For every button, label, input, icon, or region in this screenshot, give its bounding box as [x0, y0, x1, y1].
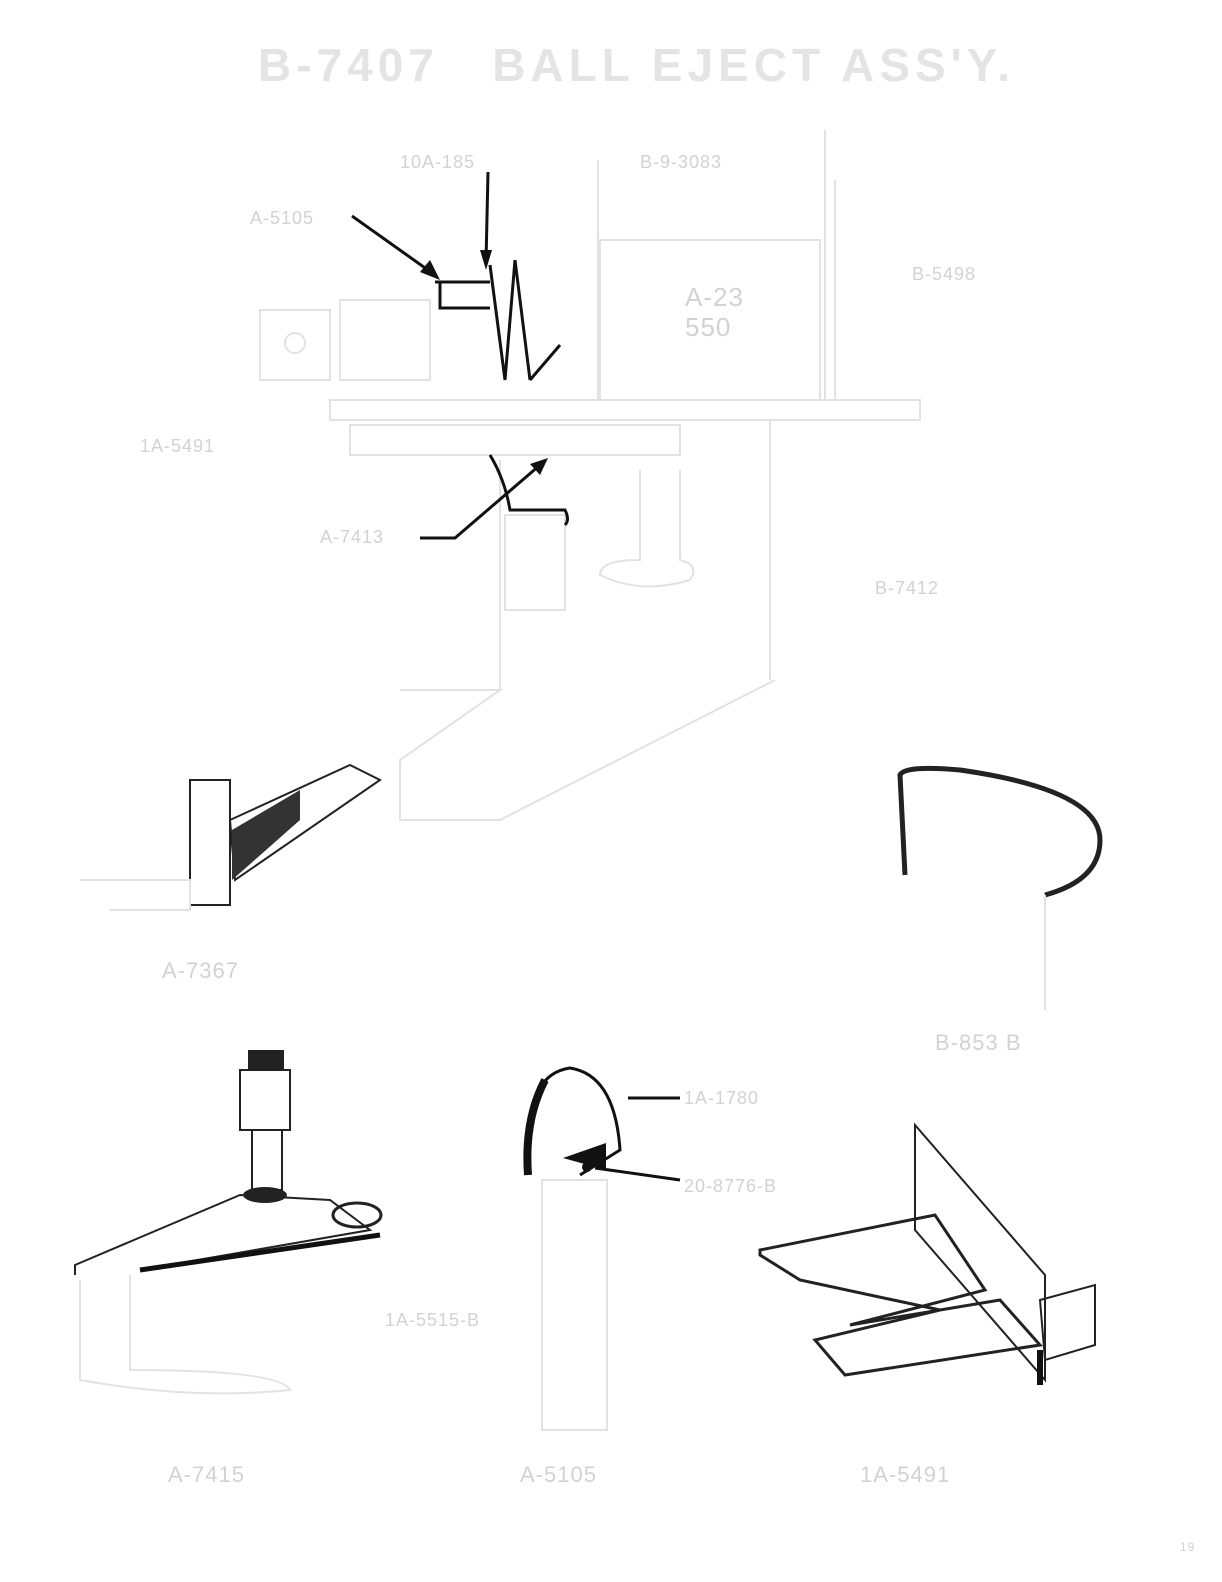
part-label-bracket: 1A-5491 [860, 1462, 951, 1487]
part-label-angle: A-7367 [162, 958, 239, 983]
part-bracket [758, 1122, 1096, 1385]
callout-coil: A-23 550 [685, 282, 744, 342]
callout-bracket-top: B-9-3083 [640, 152, 723, 172]
part-label-wire: B-853 B [935, 1030, 1022, 1055]
callout-pivot: 1A-1780 [684, 1088, 760, 1108]
callout-a5105: A-5105 [250, 208, 315, 228]
diagram-title: B-7407 BALL EJECT ASS'Y. [258, 39, 1016, 91]
part-wire [897, 765, 1103, 898]
callout-pin: 20-8776-B [684, 1176, 778, 1196]
part-label-plunger: A-5105 [520, 1462, 597, 1487]
callout-plate: B-7412 [875, 578, 940, 598]
part-plunger [523, 1066, 681, 1431]
callout-kicker: A-7413 [320, 527, 385, 547]
main-assembly [259, 130, 921, 821]
callout-plunger: 1A-5515-B [385, 1310, 481, 1330]
part-label-arm: A-7415 [168, 1462, 245, 1487]
part-arm [74, 1050, 383, 1395]
leader-arrows [351, 171, 569, 540]
callout-spring: 10A-185 [400, 152, 476, 172]
part-angle [80, 763, 382, 911]
page-number: 19 [1180, 1540, 1196, 1554]
callout-mount-left: 1A-5491 [140, 436, 216, 456]
callout-frame-right: B-5498 [912, 264, 977, 284]
